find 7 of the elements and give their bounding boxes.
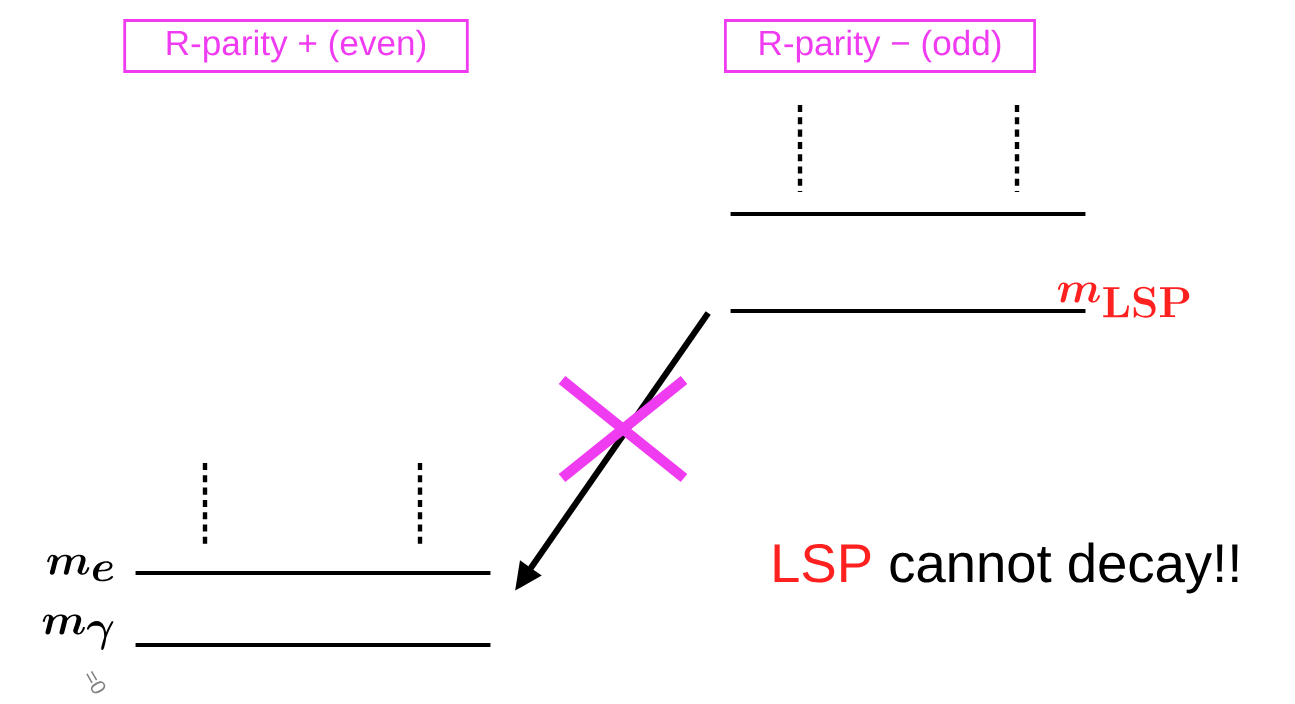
label-box: R-parity − (odd) <box>724 19 1037 73</box>
mass-label: $\boldsymbol{m_e}$ <box>47 554 114 582</box>
zero-note: =0 <box>86 670 106 694</box>
mass-label: $\boldsymbol{m_\gamma}$ <box>42 614 114 650</box>
mass-label: $\boldsymbol{m}_{\mathbf{LSP}}$ <box>1057 282 1190 318</box>
label-box: R-parity + (even) <box>123 19 469 73</box>
note-text: LSP cannot decay!! <box>774 542 1238 594</box>
